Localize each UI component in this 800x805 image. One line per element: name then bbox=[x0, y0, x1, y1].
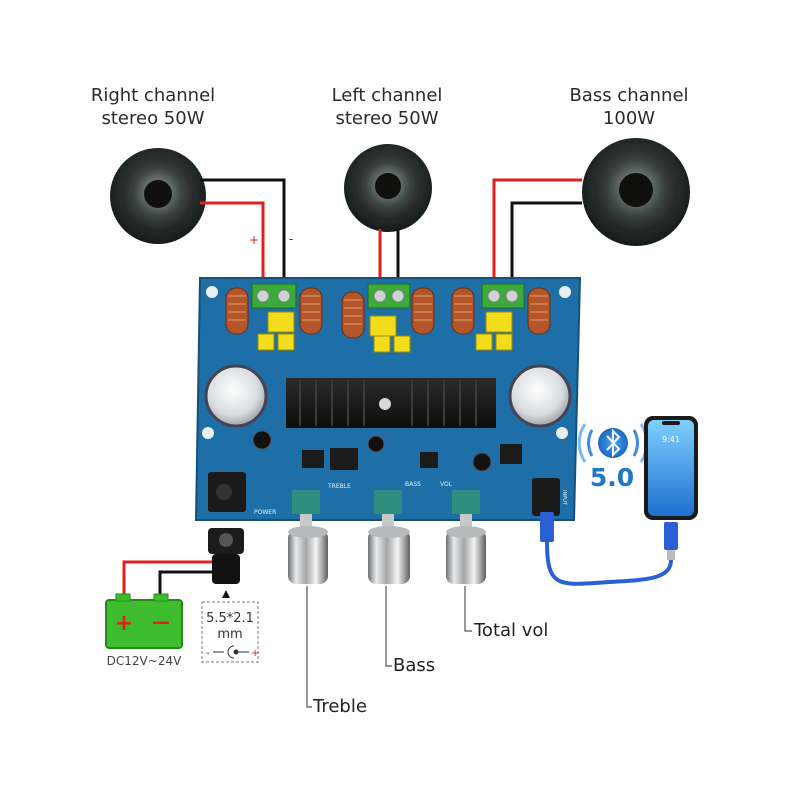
right-channel-title: Right channel bbox=[90, 85, 216, 106]
speaker-terminal-right bbox=[251, 283, 297, 309]
speaker-bass-channel bbox=[582, 138, 690, 246]
polarity-minus-label: - bbox=[289, 232, 293, 246]
speaker-left-channel bbox=[344, 144, 432, 232]
smartphone bbox=[644, 416, 698, 520]
polarity-plus-label: + bbox=[249, 233, 259, 247]
connector-unit-label: mm bbox=[217, 627, 242, 642]
bass-knob[interactable] bbox=[368, 514, 410, 584]
treble-leader-line bbox=[306, 586, 312, 708]
left-channel-title: Left channel bbox=[331, 85, 443, 106]
connector-minus-sign: - bbox=[206, 648, 210, 659]
connector-size-label: 5.5*2.1 bbox=[206, 611, 254, 626]
left-channel-label: Left channel stereo 50W bbox=[312, 84, 462, 130]
treble-label: Treble bbox=[313, 696, 367, 717]
silk-bass-label: BASS bbox=[405, 481, 421, 488]
battery-voltage-caption: DC12V~24V bbox=[107, 654, 182, 668]
silk-input-label: INPUT bbox=[561, 490, 567, 506]
silk-treble-label: TREBLE bbox=[327, 483, 351, 490]
audio-cable bbox=[540, 512, 678, 586]
phone-time-label: 9:41 bbox=[662, 435, 680, 444]
total-vol-knob[interactable] bbox=[446, 514, 486, 584]
dc-plug bbox=[208, 528, 244, 584]
silk-power-label: POWER bbox=[254, 509, 276, 516]
treble-knob[interactable] bbox=[288, 514, 328, 584]
left-channel-power: stereo 50W bbox=[335, 108, 439, 129]
connector-plus-sign: + bbox=[251, 648, 259, 659]
bass-channel-power: 100W bbox=[602, 108, 656, 129]
battery-icon bbox=[105, 593, 183, 649]
right-channel-power: stereo 50W bbox=[101, 108, 205, 129]
battery-minus-sign: — bbox=[152, 612, 170, 633]
silk-vol-label: VOL bbox=[440, 481, 453, 488]
speaker-right-channel bbox=[110, 148, 206, 244]
battery-plus-sign: + bbox=[115, 611, 133, 636]
total-vol-label: Total vol bbox=[474, 620, 549, 641]
arrow-up-icon bbox=[222, 590, 230, 598]
total-vol-leader-line bbox=[464, 586, 472, 632]
power-wires bbox=[122, 560, 212, 598]
amplifier-board bbox=[194, 277, 582, 521]
polarity-symbol-icon bbox=[213, 645, 249, 659]
bass-leader-line bbox=[385, 586, 392, 667]
speaker-terminal-bass bbox=[481, 283, 525, 309]
wires-bass-speaker bbox=[492, 178, 582, 296]
bass-channel-label: Bass channel 100W bbox=[554, 84, 704, 130]
wires-right-speaker bbox=[200, 178, 286, 296]
right-channel-label: Right channel stereo 50W bbox=[78, 84, 228, 130]
bluetooth-version-label: 5.0 bbox=[590, 463, 634, 492]
bass-label: Bass bbox=[393, 655, 436, 676]
bluetooth-icon bbox=[577, 423, 649, 463]
speaker-terminal-left bbox=[367, 283, 411, 309]
bass-channel-title: Bass channel bbox=[569, 85, 689, 106]
